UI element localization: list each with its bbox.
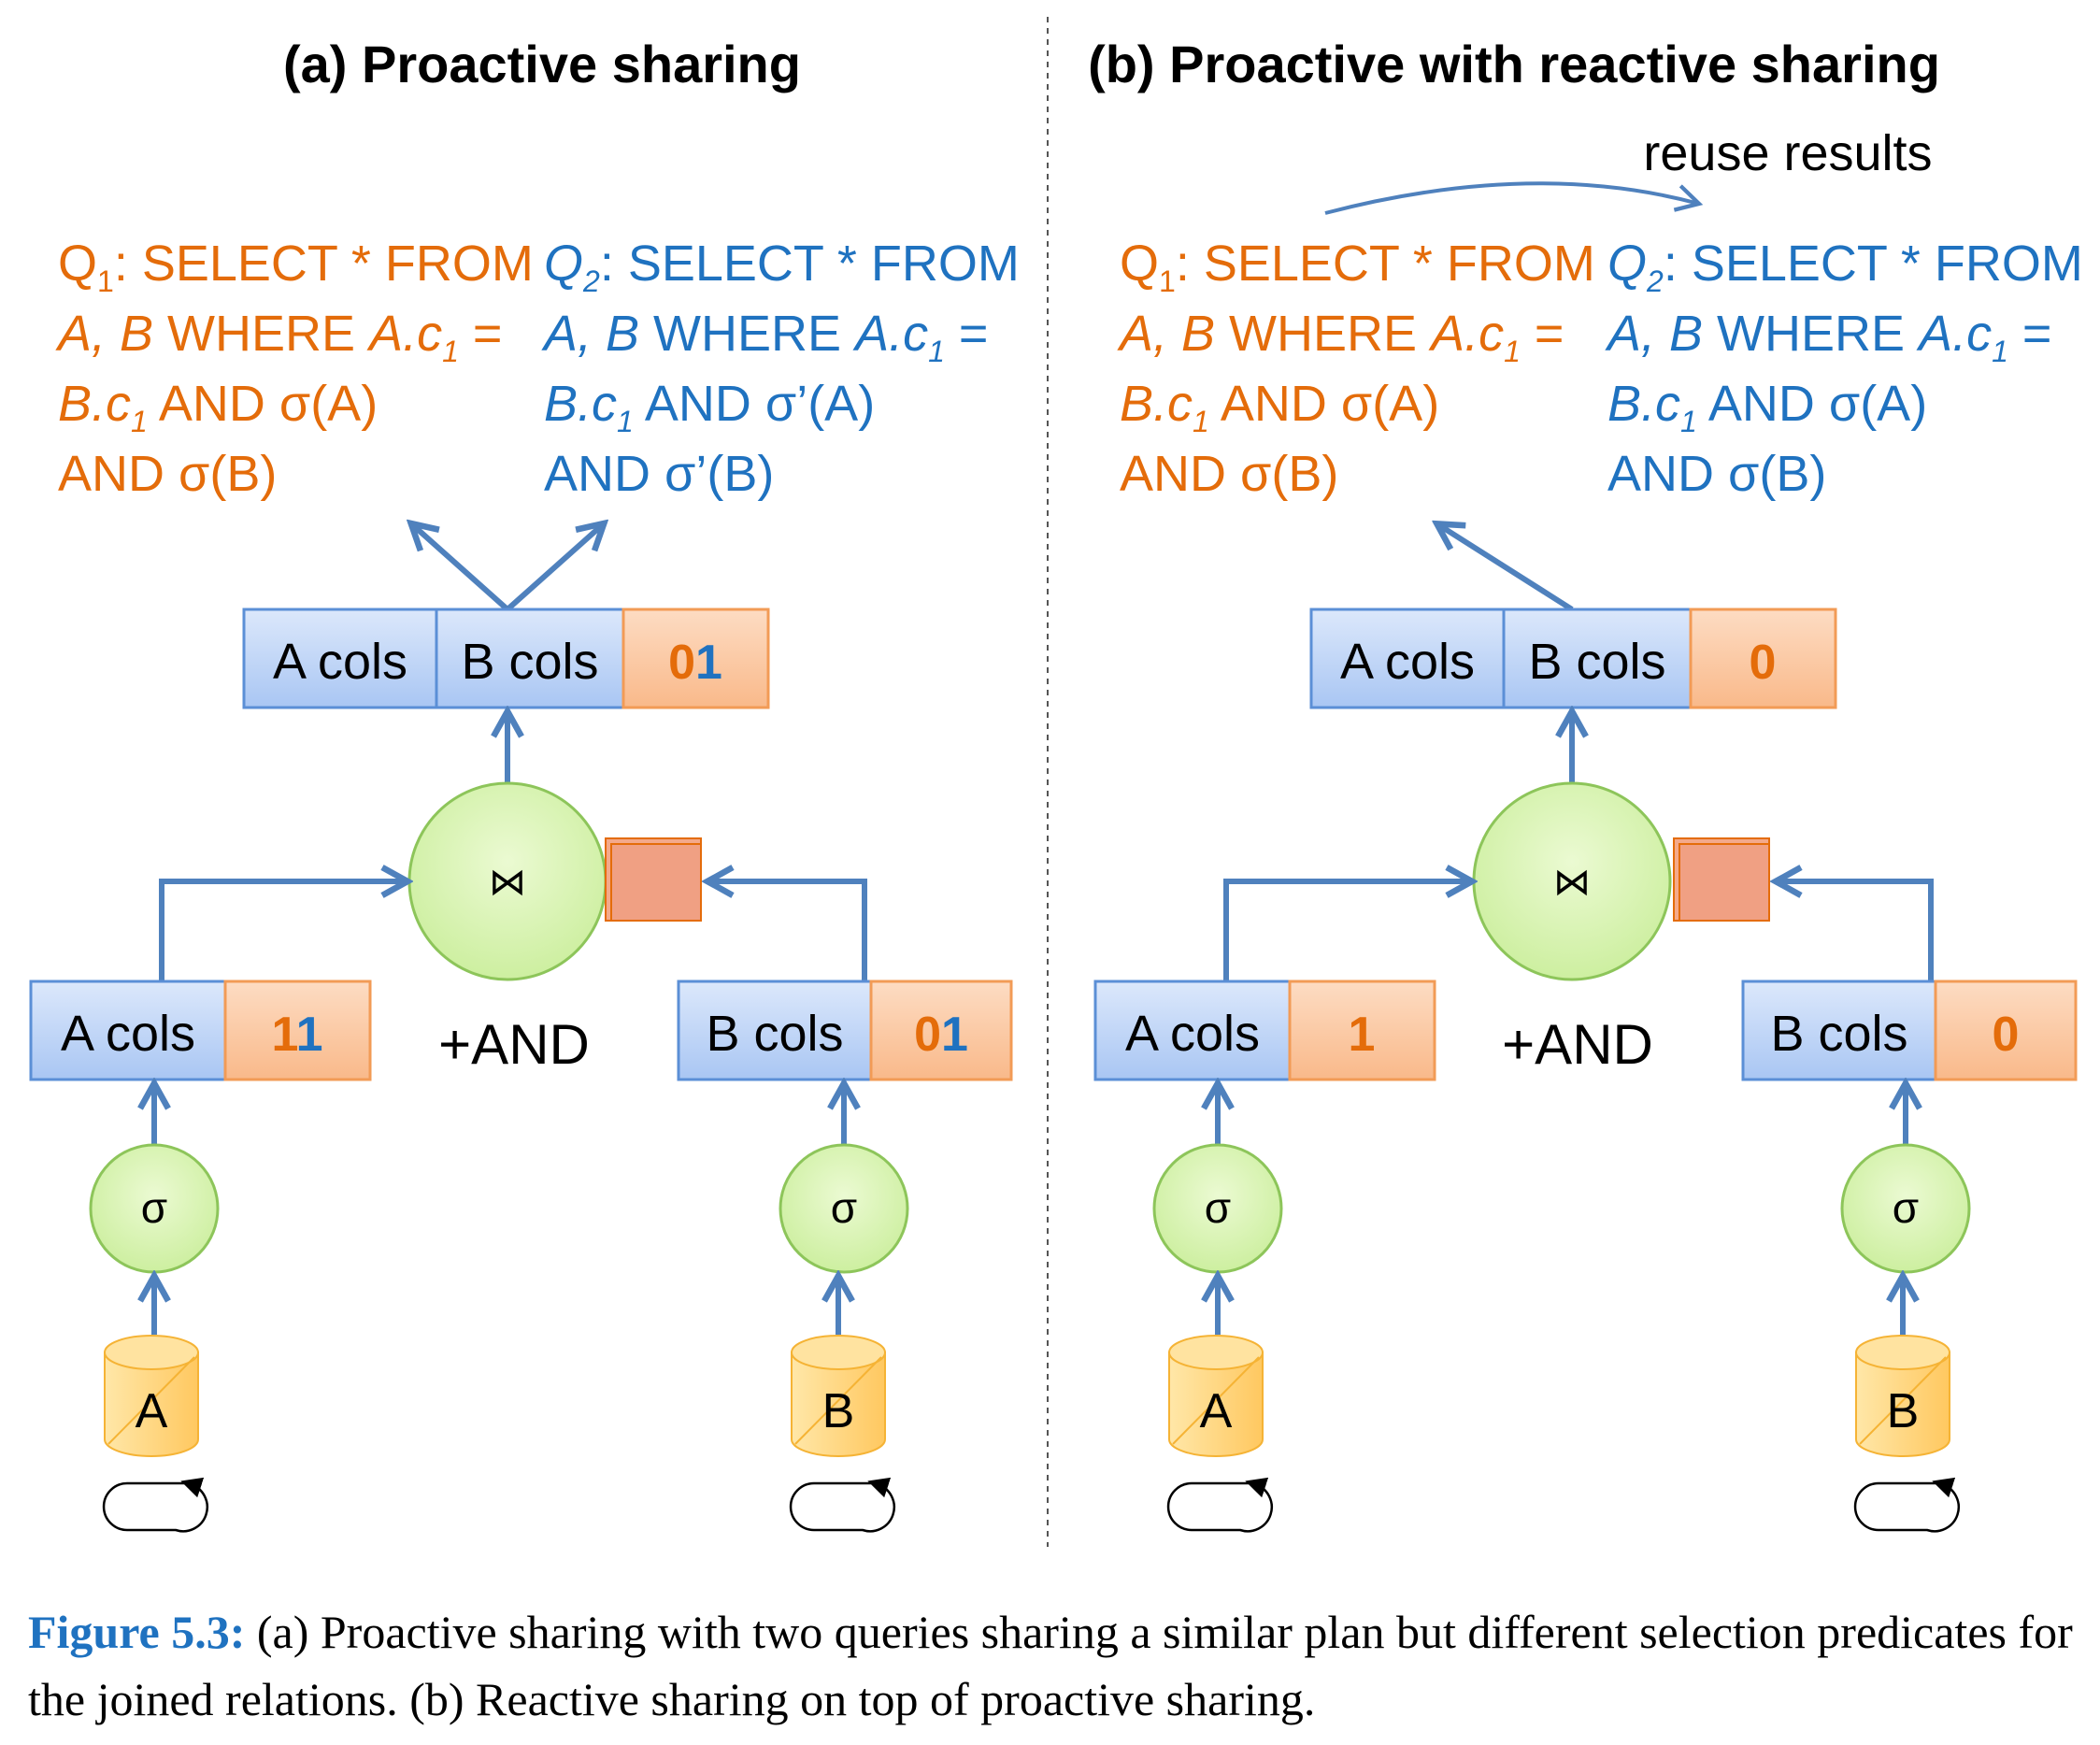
- panel-b-q1-line3: B.c1 AND σ(A): [1120, 376, 1439, 438]
- panel-a-q2-line2: A, B WHERE A.c1 =: [541, 306, 988, 368]
- left-feed-arrow: [1223, 881, 1469, 981]
- table-a-label: A: [136, 1384, 168, 1438]
- join-symbol: ⋈: [489, 862, 526, 903]
- reuse-results-label: reuse results: [1643, 125, 1932, 181]
- sigma-right-label: σ: [1893, 1183, 1919, 1232]
- panel-b-q2-line1: Q2: SELECT * FROM: [1607, 236, 2083, 298]
- and-label: +AND: [1502, 1013, 1653, 1076]
- right-b-cols: B cols: [1770, 1006, 1907, 1062]
- table-a-cylinder: A: [1168, 1335, 1264, 1457]
- panel-a: (a) Proactive sharing Q1: SELECT * FROM …: [29, 35, 1020, 1533]
- panel-b-q1-line4: AND σ(B): [1120, 446, 1338, 502]
- result-bitmap: 0: [1750, 636, 1777, 690]
- table-a-cylinder: A: [104, 1335, 199, 1457]
- q1-label: Q: [58, 236, 97, 292]
- table-a-label: A: [1200, 1384, 1233, 1438]
- result-b-cols: B cols: [1528, 634, 1665, 690]
- left-bitmap: 11: [272, 1008, 323, 1062]
- sigma-left-label: σ: [141, 1183, 167, 1232]
- figure-caption-text: (a) Proactive sharing with two queries s…: [28, 1606, 2073, 1725]
- hash-table-icon: [605, 837, 702, 922]
- panel-a-q2-line3: B.c1 AND σ’(A): [544, 376, 875, 438]
- result-b-cols: B cols: [461, 634, 598, 690]
- loop-icon: [789, 1477, 896, 1533]
- figure-label: Figure 5.3:: [28, 1606, 246, 1658]
- loop-icon: [102, 1477, 209, 1533]
- result-a-cols: A cols: [1340, 634, 1475, 690]
- left-a-cols: A cols: [1125, 1006, 1260, 1062]
- panel-b-title: (b) Proactive with reactive sharing: [1088, 35, 1940, 93]
- right-bitmap: 0: [1993, 1008, 2020, 1062]
- table-b-label: B: [1887, 1384, 1920, 1438]
- table-b-cylinder: B: [791, 1335, 886, 1457]
- hash-table-icon: [1673, 837, 1770, 922]
- table-b-cylinder: B: [1855, 1335, 1950, 1457]
- and-label: +AND: [438, 1013, 590, 1076]
- panel-b-q1-line2: A, B WHERE A.c1 =: [1117, 306, 1564, 368]
- figure-caption: Figure 5.3: (a) Proactive sharing with t…: [28, 1598, 2075, 1733]
- right-feed-arrow: [1779, 881, 1934, 981]
- left-a-cols: A cols: [61, 1006, 195, 1062]
- join-symbol: ⋈: [1553, 862, 1591, 903]
- left-tuple-box: A cols 11: [29, 980, 372, 1081]
- loop-icon: [1166, 1477, 1274, 1533]
- right-tuple-box: B cols 0: [1741, 980, 2078, 1081]
- sigma-left-label: σ: [1205, 1183, 1231, 1232]
- result-tuple-box: A cols B cols 0: [1309, 608, 1837, 709]
- panel-a-title: (a) Proactive sharing: [283, 35, 801, 93]
- left-bitmap: 1: [1349, 1008, 1376, 1062]
- result-bitmap: 01: [668, 636, 722, 690]
- right-b-cols: B cols: [706, 1006, 843, 1062]
- panel-b-q1-line1: Q1: SELECT * FROM: [1120, 236, 1595, 298]
- panel-a-q1-line1: Q1: SELECT * FROM: [58, 236, 534, 298]
- sigma-right-label: σ: [831, 1183, 857, 1232]
- panel-b: (b) Proactive with reactive sharing reus…: [1088, 35, 2083, 1533]
- panel-a-q1-line3: B.c1 AND σ(A): [58, 376, 378, 438]
- right-feed-arrow: [710, 881, 867, 981]
- panel-a-q1-line2: A, B WHERE A.c1 =: [55, 306, 502, 368]
- panel-b-q2-line3: B.c1 AND σ(A): [1607, 376, 1927, 438]
- panel-a-q1-line4: AND σ(B): [58, 446, 277, 502]
- q1-subscript: 1: [97, 265, 114, 298]
- left-feed-arrow: [159, 881, 405, 981]
- panel-a-q2-line1: Q2: SELECT * FROM: [544, 236, 1020, 298]
- panel-b-q2-line2: A, B WHERE A.c1 =: [1605, 306, 2051, 368]
- left-tuple-box: A cols 1: [1093, 980, 1436, 1081]
- output-arrow-q2: [506, 525, 602, 612]
- q1-select-text: : SELECT * FROM: [114, 236, 534, 292]
- table-b-label: B: [822, 1384, 855, 1438]
- result-tuple-box: A cols B cols 01: [242, 608, 770, 709]
- panel-b-q2-line4: AND σ(B): [1607, 446, 1826, 502]
- result-a-cols: A cols: [273, 634, 407, 690]
- loop-icon: [1853, 1477, 1961, 1533]
- panel-a-q2-line4: AND σ’(B): [544, 446, 774, 502]
- reuse-results-arrow: [1324, 181, 1704, 215]
- output-arrow-q1: [413, 525, 509, 612]
- output-arrow-q1: [1439, 525, 1574, 612]
- right-tuple-box: B cols 01: [677, 980, 1013, 1081]
- right-bitmap: 01: [914, 1008, 968, 1062]
